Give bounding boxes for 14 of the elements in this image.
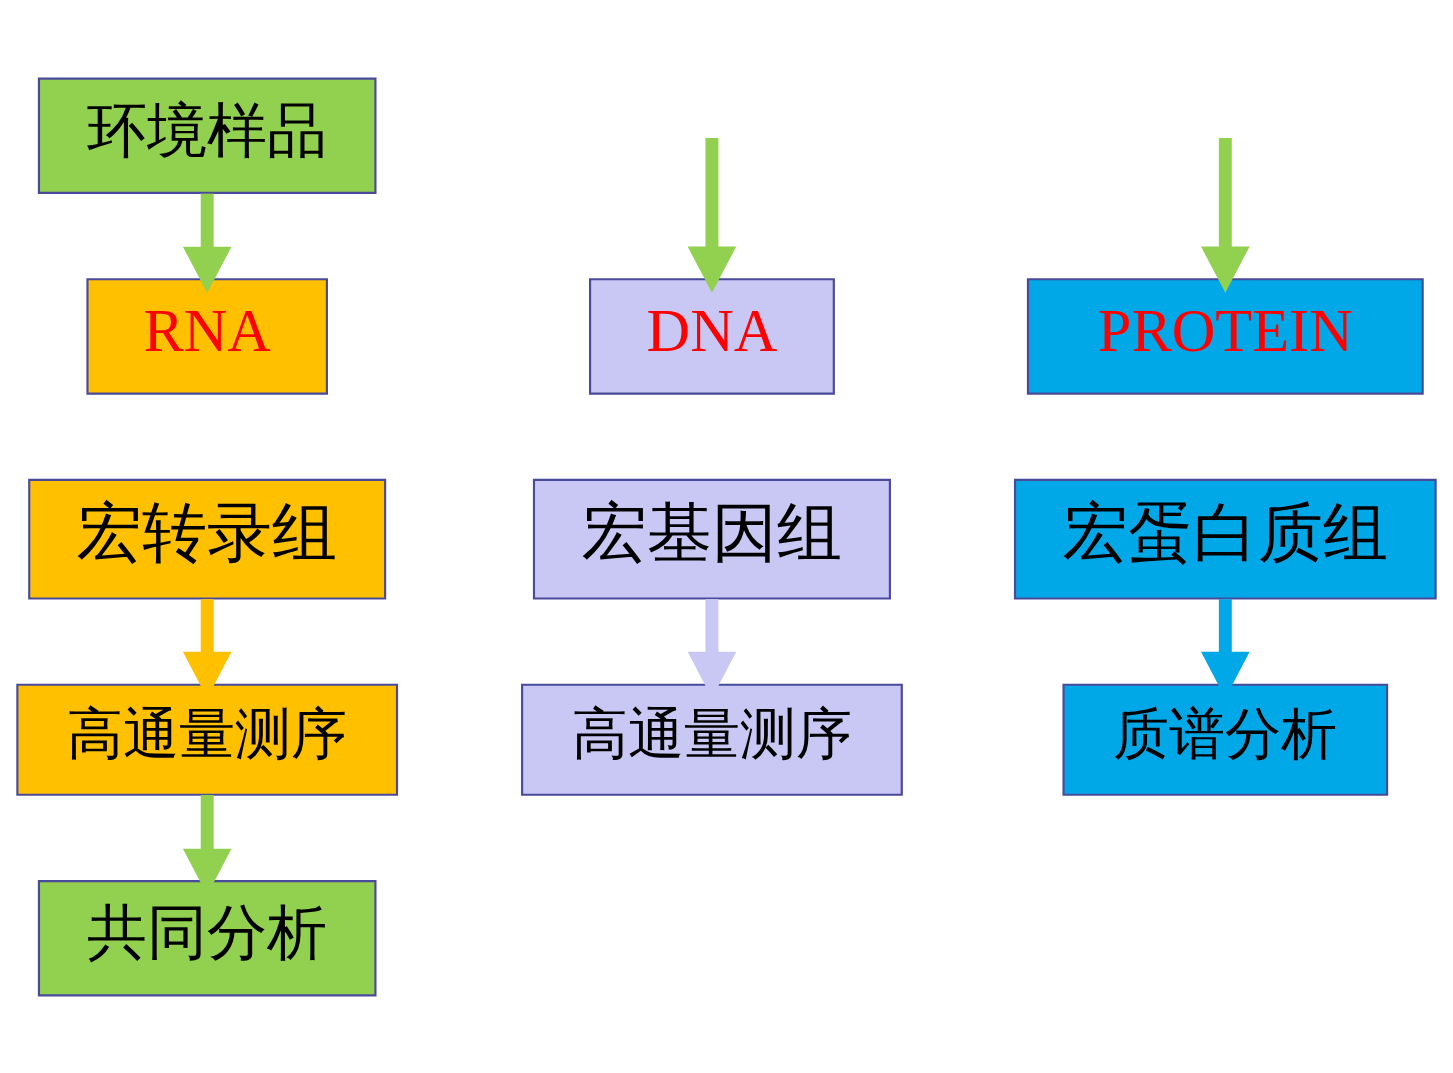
node-box: 环境样品 xyxy=(37,77,377,194)
arrow xyxy=(1201,137,1250,293)
node-box: 宏基因组 xyxy=(532,478,891,600)
node-box: 高通量测序 xyxy=(521,683,903,796)
node-box: PROTEIN xyxy=(1026,277,1424,395)
node-box: 共同分析 xyxy=(37,879,377,996)
node-box: 宏蛋白质组 xyxy=(1013,478,1437,600)
node-box: RNA xyxy=(86,277,328,395)
node-box: 质谱分析 xyxy=(1062,683,1389,796)
node-box: 宏转录组 xyxy=(28,478,387,600)
arrow xyxy=(687,137,737,293)
arrow xyxy=(182,193,232,293)
node-box: 高通量测序 xyxy=(16,683,399,796)
node-box: DNA xyxy=(589,277,835,395)
